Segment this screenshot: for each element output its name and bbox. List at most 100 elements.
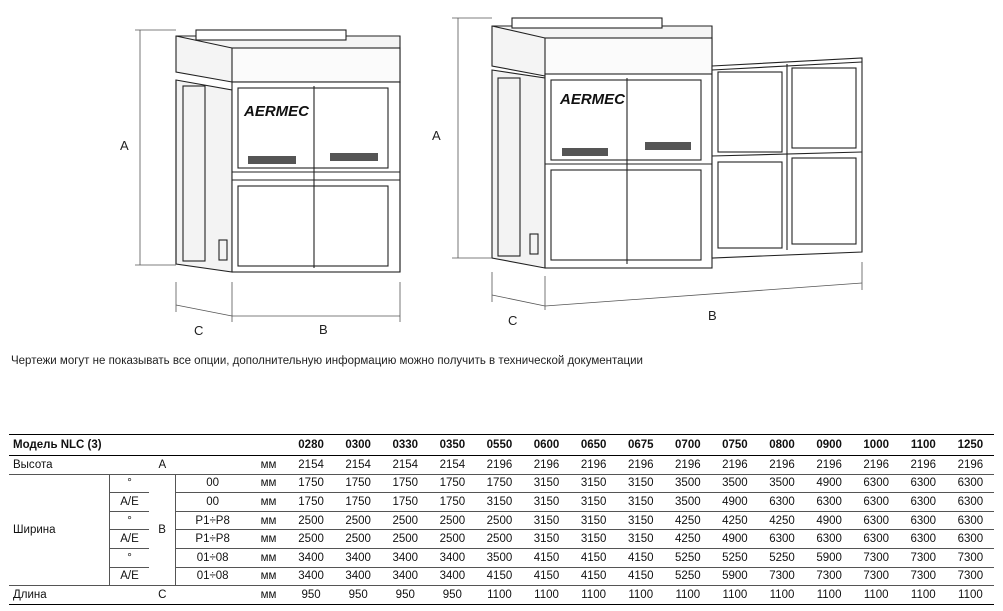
table-row-length: Длина C мм 950 950 950 950 1100 1100 110… xyxy=(9,585,994,605)
table-cell: 5250 xyxy=(664,548,712,568)
table-cell: 7300 xyxy=(758,567,806,587)
left-dim-c-label: C xyxy=(194,323,203,338)
model-header: 0600 xyxy=(523,434,571,456)
left-unit-drawing xyxy=(135,29,401,322)
table-cell: 1750 xyxy=(334,492,382,512)
table-cell: 1100 xyxy=(617,585,665,605)
table-cell: 6300 xyxy=(852,511,900,531)
table-cell: 6300 xyxy=(758,529,806,549)
table-cell: 1100 xyxy=(523,585,571,605)
table-cell: 3150 xyxy=(570,492,618,512)
width-unit: мм xyxy=(249,567,288,587)
table-cell: 3400 xyxy=(334,567,382,587)
table-cell: 950 xyxy=(381,585,429,605)
width-version: ° xyxy=(108,548,150,568)
table-cell: 4250 xyxy=(711,511,759,531)
table-cell: 6300 xyxy=(758,492,806,512)
right-dim-a-label: A xyxy=(432,128,441,143)
table-cell: 1100 xyxy=(758,585,806,605)
table-row-width: A/E 00 мм 1750 1750 1750 1750 3150 3150 … xyxy=(9,492,994,512)
table-cell: 3150 xyxy=(617,474,665,494)
table-cell: 5250 xyxy=(664,567,712,587)
model-header: 0550 xyxy=(475,434,523,456)
width-option: P1÷P8 xyxy=(174,511,250,531)
right-dim-c-label: C xyxy=(508,313,517,328)
table-cell: 950 xyxy=(428,585,476,605)
table-cell: 6300 xyxy=(899,492,947,512)
table-cell: 2196 xyxy=(617,455,665,475)
table-cell: 3150 xyxy=(617,492,665,512)
table-cell: 4250 xyxy=(664,511,712,531)
table-cell: 6300 xyxy=(946,511,994,531)
width-option: 01÷08 xyxy=(174,548,250,568)
table-cell: 6300 xyxy=(946,529,994,549)
model-header: 0330 xyxy=(381,434,429,456)
table-cell: 7300 xyxy=(805,567,853,587)
left-dim-b-label: B xyxy=(319,322,328,337)
width-unit: мм xyxy=(249,529,288,549)
table-cell: 6300 xyxy=(852,529,900,549)
model-header: 0900 xyxy=(805,434,853,456)
model-header: 1250 xyxy=(946,434,994,456)
width-unit: мм xyxy=(249,492,288,512)
model-header: 1100 xyxy=(899,434,947,456)
table-cell: 2154 xyxy=(428,455,476,475)
table-cell: 1100 xyxy=(711,585,759,605)
model-header: 0350 xyxy=(428,434,476,456)
table-cell: 1750 xyxy=(428,474,476,494)
table-cell: 2196 xyxy=(711,455,759,475)
table-cell: 4250 xyxy=(758,511,806,531)
model-header: 0750 xyxy=(711,434,759,456)
table-cell: 1750 xyxy=(287,474,335,494)
table-cell: 2500 xyxy=(475,511,523,531)
table-row-width: A/E P1÷P8 мм 2500 2500 2500 2500 2500 31… xyxy=(9,529,994,549)
table-cell: 4150 xyxy=(570,548,618,568)
table-cell: 2154 xyxy=(334,455,382,475)
model-header: 0700 xyxy=(664,434,712,456)
length-unit: мм xyxy=(249,585,288,605)
table-cell: 6300 xyxy=(805,529,853,549)
width-option: 00 xyxy=(174,474,250,494)
table-cell: 2196 xyxy=(852,455,900,475)
table-cell: 4150 xyxy=(617,567,665,587)
table-cell: 950 xyxy=(334,585,382,605)
model-header: 0800 xyxy=(758,434,806,456)
table-cell: 3500 xyxy=(664,474,712,494)
table-cell: 2154 xyxy=(381,455,429,475)
width-unit: мм xyxy=(249,548,288,568)
width-version: A/E xyxy=(108,529,150,549)
table-cell: 3150 xyxy=(523,474,571,494)
table-cell: 4150 xyxy=(570,567,618,587)
table-cell: 6300 xyxy=(805,492,853,512)
table-cell: 3150 xyxy=(617,529,665,549)
table-cell: 2196 xyxy=(946,455,994,475)
table-cell: 4150 xyxy=(523,548,571,568)
table-cell: 2500 xyxy=(381,511,429,531)
table-cell: 1750 xyxy=(381,474,429,494)
length-dim: C xyxy=(149,585,176,605)
table-cell: 2500 xyxy=(475,529,523,549)
table-cell: 4150 xyxy=(523,567,571,587)
table-row-width: ° 01÷08 мм 3400 3400 3400 3400 3500 4150… xyxy=(9,548,994,568)
table-cell: 3150 xyxy=(617,511,665,531)
table-cell: 3400 xyxy=(381,567,429,587)
table-cell: 7300 xyxy=(852,548,900,568)
table-cell: 2196 xyxy=(523,455,571,475)
right-brand-logo: AERMEC xyxy=(559,91,626,108)
table-cell: 1100 xyxy=(570,585,618,605)
model-header: 0280 xyxy=(287,434,335,456)
table-cell: 1100 xyxy=(664,585,712,605)
width-unit: мм xyxy=(249,511,288,531)
width-version: ° xyxy=(108,511,150,531)
table-cell: 4900 xyxy=(805,474,853,494)
table-cell: 3150 xyxy=(523,492,571,512)
table-cell: 1100 xyxy=(899,585,947,605)
table-cell: 2500 xyxy=(287,511,335,531)
table-header-label: Модель NLC (3) xyxy=(9,434,288,456)
table-cell: 7300 xyxy=(852,567,900,587)
table-row-height: Высота A мм 2154 2154 2154 2154 2196 219… xyxy=(9,455,994,475)
table-cell: 3400 xyxy=(334,548,382,568)
table-cell: 4900 xyxy=(711,529,759,549)
table-cell: 2500 xyxy=(287,529,335,549)
length-label: Длина xyxy=(9,585,150,605)
